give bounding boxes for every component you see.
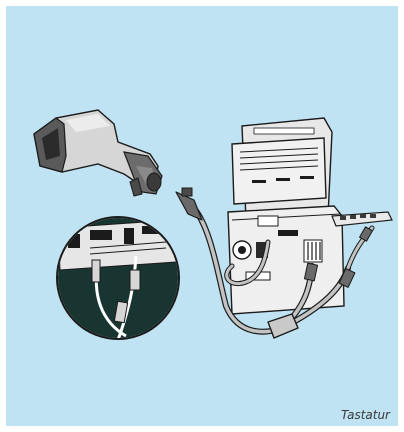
keyboard-caption: Tastatur bbox=[341, 408, 390, 422]
connection-diagram bbox=[33, 109, 393, 340]
y-cable-icon bbox=[175, 187, 375, 339]
barcode-scanner-icon bbox=[33, 109, 163, 197]
illustration-panel: Tastatur bbox=[6, 6, 398, 426]
keyboard-icon bbox=[331, 211, 393, 227]
zoom-inset-icon bbox=[56, 216, 180, 340]
